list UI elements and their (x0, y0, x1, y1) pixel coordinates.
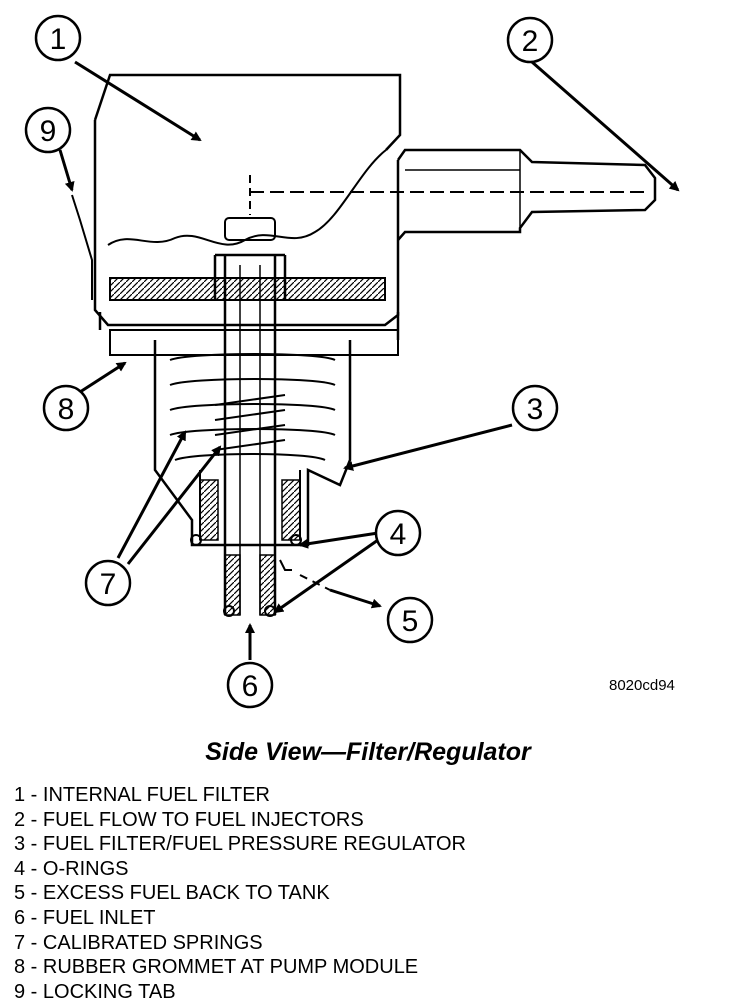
legend-item: 8 - RUBBER GROMMET AT PUMP MODULE (14, 955, 466, 980)
legend-item: 9 - LOCKING TAB (14, 980, 466, 1005)
callout-8: 8 (42, 384, 90, 432)
legend-item-label: INTERNAL FUEL FILTER (42, 784, 270, 806)
legend-item-label: EXCESS FUEL BACK TO TANK (42, 882, 330, 905)
legend-item-label: CALIBRATED SPRINGS (42, 931, 263, 954)
callout-5: 5 (386, 596, 434, 644)
legend-item: 2 - FUEL FLOW TO FUEL INJECTORS (14, 808, 466, 833)
legend-item-label: FUEL FLOW TO FUEL INJECTORS (42, 808, 364, 831)
legend-item-separator: - (25, 906, 43, 929)
callout-1: 1 (34, 14, 82, 62)
legend-item-number: 8 (14, 956, 26, 979)
legend-item-number: 2 (14, 808, 26, 831)
legend-item: 4 - O-RINGS (14, 857, 466, 882)
regulator-body (71, 73, 657, 617)
callout-4-number: 4 (390, 518, 407, 551)
legend-item-separator: - (25, 808, 43, 831)
legend-item-separator: - (25, 784, 43, 806)
leader-arrows (58, 60, 680, 660)
legend-item-separator: - (25, 980, 43, 1003)
callout-7-number: 7 (100, 568, 117, 601)
callout-9: 9 (24, 106, 72, 154)
callout-2-number: 2 (522, 25, 539, 58)
legend-item-label: FUEL FILTER/FUEL PRESSURE REGULATOR (42, 833, 466, 856)
legend-item-number: 9 (14, 980, 26, 1003)
legend-item: 6 - FUEL INLET (14, 906, 466, 931)
legend-item-number: 5 (14, 882, 26, 905)
callout-5-number: 5 (402, 605, 419, 638)
callout-7: 7 (84, 559, 132, 607)
legend-item: 1 - INTERNAL FUEL FILTER (14, 783, 466, 808)
callout-6-number: 6 (242, 670, 259, 703)
legend-item-separator: - (25, 956, 43, 979)
legend-item-number: 6 (14, 906, 26, 929)
legend-item-separator: - (25, 931, 43, 954)
legend-item: 5 - EXCESS FUEL BACK TO TANK (14, 881, 466, 906)
legend-item-separator: - (25, 882, 43, 905)
callout-2: 2 (506, 16, 554, 64)
legend-item-label: LOCKING TAB (42, 980, 176, 1003)
legend-item-number: 4 (14, 857, 26, 880)
callout-circles: 1 2 3 4 5 6 7 8 (24, 14, 559, 709)
figure-caption: Side View—Filter/Regulator (205, 738, 531, 766)
legend-item-label: FUEL INLET (42, 906, 156, 929)
callout-3: 3 (511, 384, 559, 432)
legend-item-label: O-RINGS (42, 857, 129, 880)
callout-3-number: 3 (527, 393, 544, 426)
callout-9-number: 9 (40, 115, 57, 148)
figure-code: 8020cd94 (609, 677, 675, 694)
legend-item-separator: - (25, 833, 43, 856)
legend-item-number: 7 (14, 931, 26, 954)
callout-6: 6 (226, 661, 274, 709)
legend-item: 3 - FUEL FILTER/FUEL PRESSURE REGULATOR (14, 832, 466, 857)
callout-4: 4 (374, 509, 422, 557)
filter-regulator-diagram: 1 2 3 4 5 6 7 8 (24, 14, 680, 709)
legend-item: 7 - CALIBRATED SPRINGS (14, 931, 466, 956)
callout-1-number: 1 (50, 23, 67, 56)
legend-item-label: RUBBER GROMMET AT PUMP MODULE (42, 956, 419, 979)
callout-8-number: 8 (58, 393, 75, 426)
legend-item-number: 1 (14, 784, 26, 806)
legend-item-number: 3 (14, 833, 26, 856)
legend-item-separator: - (25, 857, 43, 880)
